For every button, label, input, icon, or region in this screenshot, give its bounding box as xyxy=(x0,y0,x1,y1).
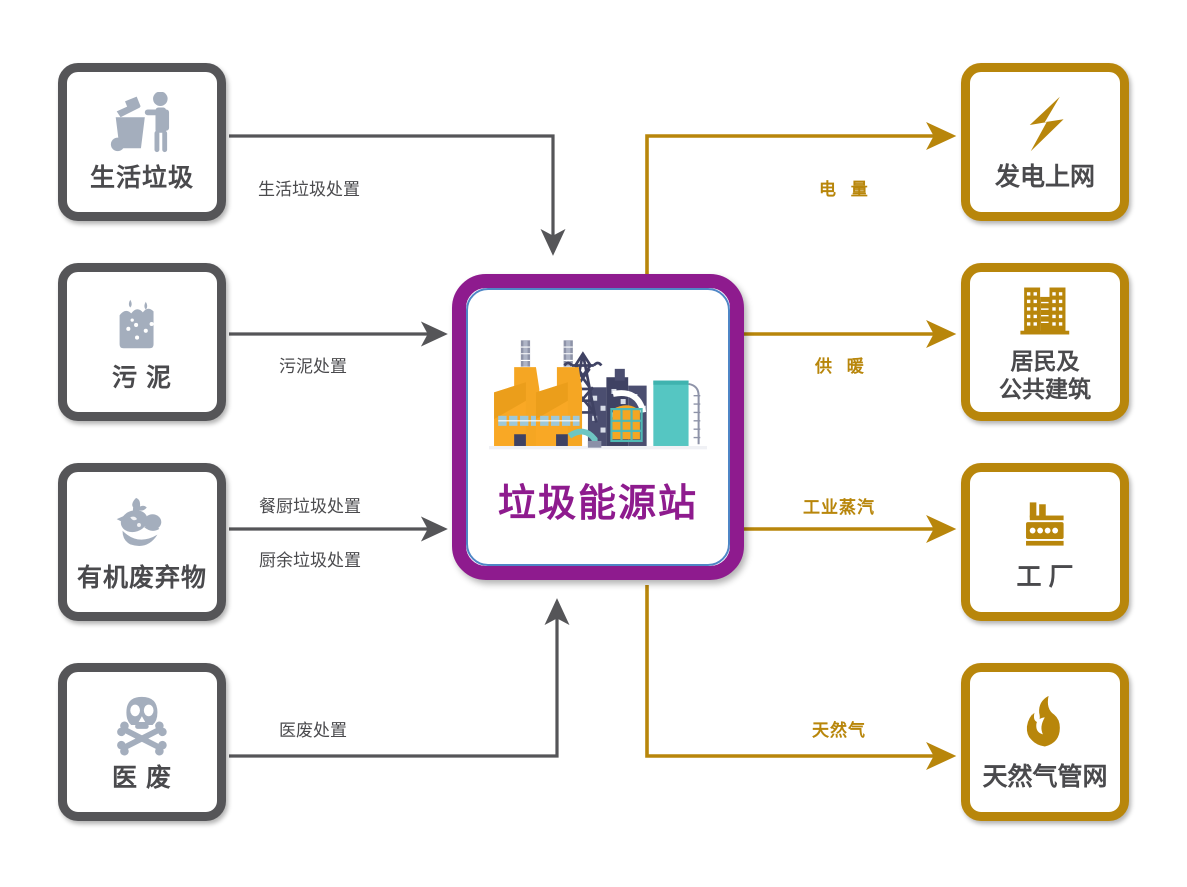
wire-medical xyxy=(229,598,570,758)
household-waste-bin-icon xyxy=(110,92,170,153)
node-household-waste[interactable]: 生活垃圾 xyxy=(58,63,226,221)
biohazard-skull-icon xyxy=(117,696,167,756)
node-label: 污 泥 xyxy=(112,364,172,392)
edge-label-organic-canteen: 餐厨垃圾处置 xyxy=(259,497,361,516)
edge-label-organic-kitchen: 厨余垃圾处置 xyxy=(259,551,361,570)
node-label-line1: 居民及 xyxy=(1010,348,1080,375)
edge-label-heating: 供 暖 xyxy=(815,357,869,376)
waste-to-energy-plant-illustration xyxy=(489,339,707,449)
edge-label-msw: 生活垃圾处置 xyxy=(258,180,360,199)
node-label: 有机废弃物 xyxy=(76,564,207,592)
node-label-line2: 公共建筑 xyxy=(999,376,1091,402)
node-factory[interactable]: 工 厂 xyxy=(961,463,1129,621)
node-label: 生活垃圾 xyxy=(89,164,194,192)
wire-gas xyxy=(645,585,957,771)
edge-label-sludge: 污泥处置 xyxy=(279,357,347,376)
node-label: 工 厂 xyxy=(1016,563,1074,591)
factory-icon xyxy=(1026,502,1064,546)
node-label: 居民及 公共建筑 xyxy=(999,348,1091,403)
edge-label-steam: 工业蒸汽 xyxy=(803,498,875,517)
lightning-bolt-icon xyxy=(1029,96,1064,152)
edge-label-medical: 医废处置 xyxy=(279,721,347,740)
wire-msw xyxy=(229,134,566,256)
hub-title: 垃圾能源站 xyxy=(497,480,698,525)
node-waste-to-energy-station[interactable]: 垃圾能源站 xyxy=(452,274,744,580)
node-organic-waste[interactable]: 有机废弃物 xyxy=(58,463,226,621)
node-natural-gas-network[interactable]: 天然气管网 xyxy=(961,663,1129,821)
edge-label-electricity: 电 量 xyxy=(819,180,873,199)
node-medical-waste[interactable]: 医 废 xyxy=(58,663,226,821)
node-power-grid[interactable]: 发电上网 xyxy=(961,63,1129,221)
flame-icon xyxy=(1027,695,1061,747)
sludge-icon xyxy=(119,299,154,349)
node-residential-public-buildings[interactable]: 居民及 公共建筑 xyxy=(961,263,1129,421)
node-label: 医 废 xyxy=(112,764,172,792)
hub-inner-frame: 垃圾能源站 xyxy=(466,288,730,566)
buildings-icon xyxy=(1020,287,1070,335)
edge-label-gas: 天然气 xyxy=(812,721,866,740)
node-label: 发电上网 xyxy=(994,163,1095,191)
organic-waste-icon xyxy=(116,497,162,546)
node-sludge[interactable]: 污 泥 xyxy=(58,263,226,421)
node-label: 天然气管网 xyxy=(982,763,1108,791)
